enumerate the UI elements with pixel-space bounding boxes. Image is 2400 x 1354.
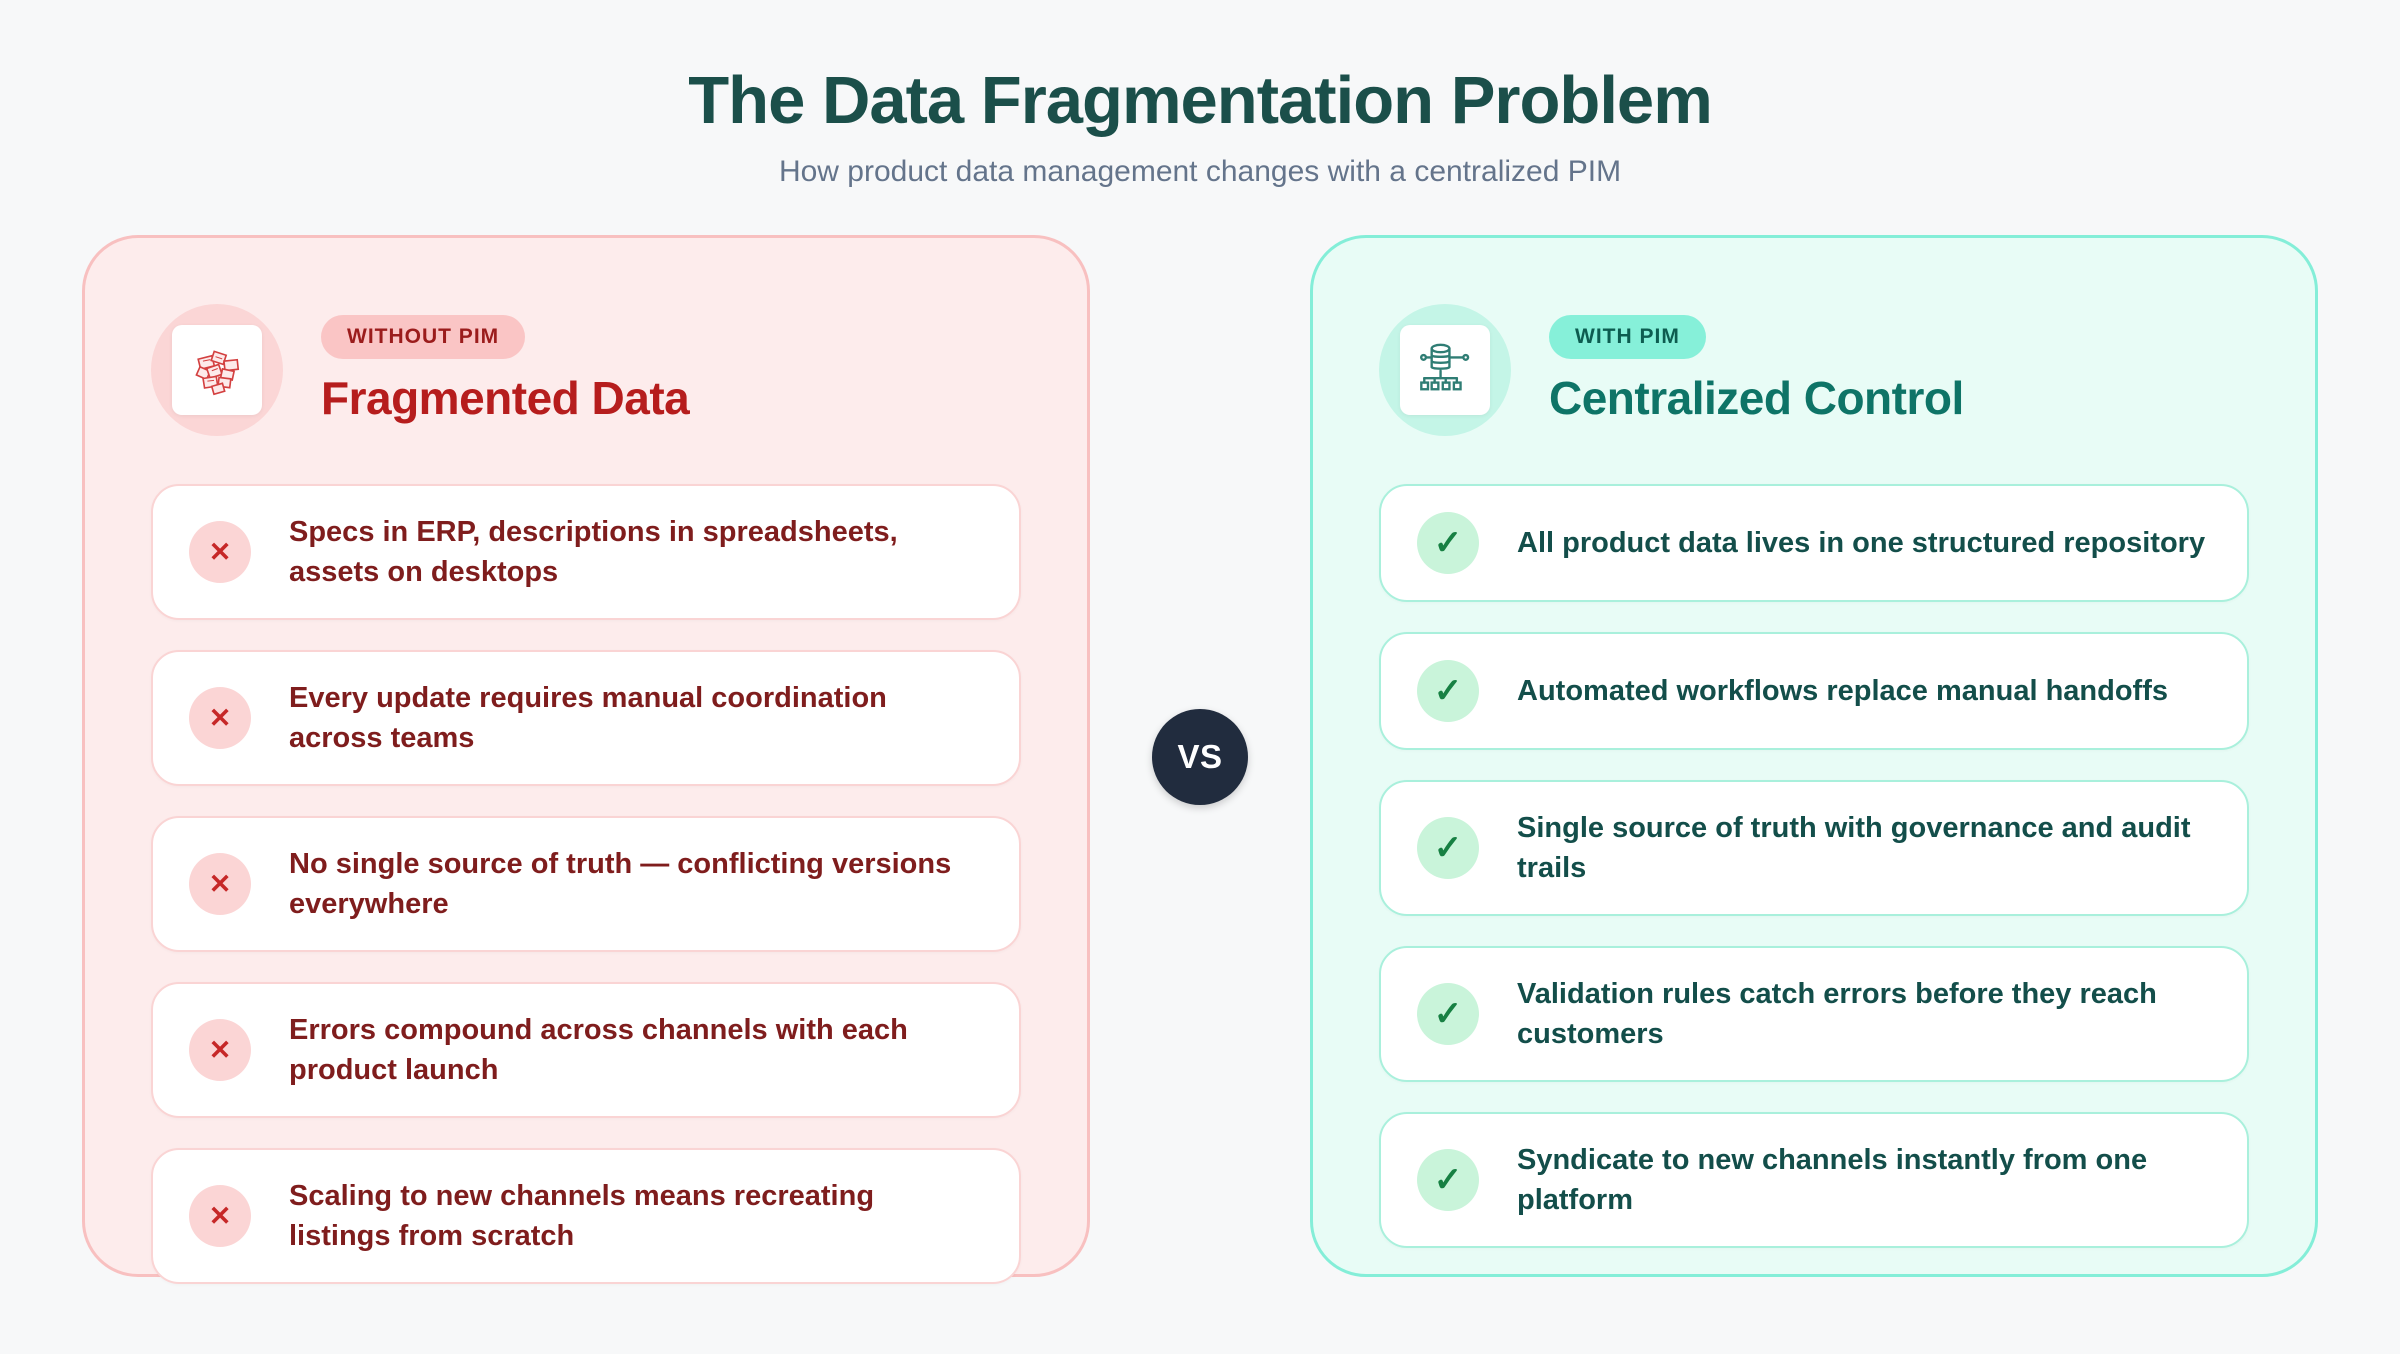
- panel-with-pim: WITH PIM Centralized Control ✓ All produ…: [1310, 235, 2318, 1277]
- page-title: The Data Fragmentation Problem: [688, 63, 1713, 138]
- check-icon: ✓: [1417, 1149, 1479, 1212]
- check-icon: ✓: [1417, 660, 1479, 722]
- benefit-item-text: All product data lives in one structured…: [1517, 526, 2206, 559]
- benefit-item-text: Single source of truth with governance a…: [1517, 812, 2191, 885]
- without-pim-badge: WITHOUT PIM: [321, 315, 526, 359]
- vs-badge: VS: [1152, 709, 1248, 805]
- x-icon: ✕: [189, 853, 251, 916]
- benefit-item: ✓ All product data lives in one structur…: [1379, 484, 2249, 602]
- panel-with-header: WITH PIM Centralized Control: [1379, 304, 2249, 436]
- panel-without-header: WITHOUT PIM Fragmented Data: [151, 304, 1021, 436]
- x-icon: ✕: [189, 1019, 251, 1082]
- check-icon: ✓: [1417, 512, 1479, 574]
- central-database-icon: [1379, 304, 1511, 436]
- check-icon: ✓: [1417, 983, 1479, 1046]
- panel-without-title: Fragmented Data: [321, 372, 690, 424]
- icon-tile: [172, 325, 262, 415]
- problem-item-text: Scaling to new channels means recreating…: [289, 1180, 875, 1253]
- panel-with-title: Centralized Control: [1549, 372, 1964, 424]
- x-icon: ✕: [189, 1185, 251, 1248]
- problem-item: ✕ Every update requires manual coordinat…: [151, 650, 1021, 787]
- central-database-glyph: [1419, 343, 1470, 391]
- problem-item-text: No single source of truth — conflicting …: [289, 848, 952, 921]
- problem-item-text: Errors compound across channels with eac…: [289, 1014, 908, 1087]
- scattered-fragments-icon: [151, 304, 283, 436]
- problem-item: ✕ Specs in ERP, descriptions in spreadsh…: [151, 484, 1021, 621]
- x-icon: ✕: [189, 687, 251, 750]
- problem-list: ✕ Specs in ERP, descriptions in spreadsh…: [151, 484, 1021, 1285]
- icon-tile: [1400, 325, 1490, 415]
- check-icon: ✓: [1417, 817, 1479, 880]
- comparison-section: WITHOUT PIM Fragmented Data ✕ Specs in E…: [0, 235, 2400, 1285]
- x-icon: ✕: [189, 521, 251, 584]
- problem-item: ✕ Errors compound across channels with e…: [151, 982, 1021, 1119]
- problem-item-text: Specs in ERP, descriptions in spreadshee…: [289, 516, 898, 589]
- benefit-item-text: Syndicate to new channels instantly from…: [1517, 1144, 2148, 1217]
- benefit-item-text: Automated workflows replace manual hando…: [1517, 674, 2168, 707]
- problem-item-text: Every update requires manual coordinatio…: [289, 682, 887, 755]
- panel-without-pim: WITHOUT PIM Fragmented Data ✕ Specs in E…: [82, 235, 1090, 1285]
- benefit-item: ✓ Automated workflows replace manual han…: [1379, 632, 2249, 750]
- benefit-item: ✓ Validation rules catch errors before t…: [1379, 946, 2249, 1083]
- scattered-fragments-glyph: [195, 350, 240, 396]
- problem-item: ✕ No single source of truth — conflictin…: [151, 816, 1021, 953]
- with-pim-badge: WITH PIM: [1549, 315, 1706, 359]
- benefit-list: ✓ All product data lives in one structur…: [1379, 484, 2249, 1249]
- benefit-item: ✓ Syndicate to new channels instantly fr…: [1379, 1112, 2249, 1249]
- problem-item: ✕ Scaling to new channels means recreati…: [151, 1148, 1021, 1285]
- benefit-item-text: Validation rules catch errors before the…: [1517, 978, 2157, 1051]
- page-subtitle: How product data management changes with…: [778, 155, 1622, 188]
- benefit-item: ✓ Single source of truth with governance…: [1379, 780, 2249, 917]
- infographic-header: The Data Fragmentation Problem How produ…: [0, 0, 2400, 189]
